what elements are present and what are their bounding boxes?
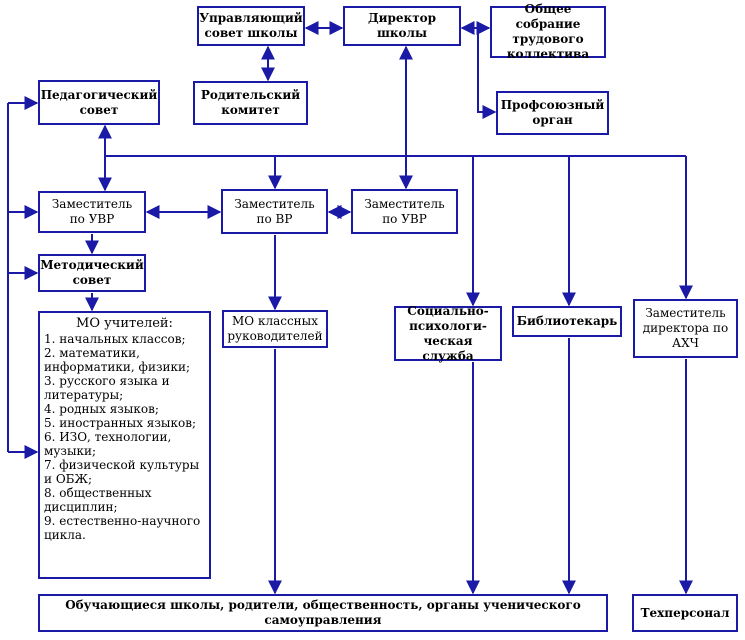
trade-union-box: Профсоюзный орган	[496, 91, 609, 135]
mo-teachers-box: МО учителей: 1. начальных классов;2. мат…	[38, 311, 211, 579]
mo-teachers-item: 3. русского языка и литературы;	[44, 374, 170, 402]
director-box: Директор школы	[343, 6, 461, 46]
librarian-box: Библиотекарь	[512, 306, 622, 337]
deputy-ahch-box: Заместитель директора по АХЧ	[633, 299, 738, 358]
director-union-link	[477, 28, 497, 119]
social-psych-service-box: Социально- психологи- ческая служба	[394, 304, 502, 363]
deputy-uvr-left-box: Заместитель по УВР	[38, 191, 146, 233]
general-assembly-box: Общее собрание трудового коллектива	[490, 2, 606, 61]
technical-staff-box: Техперсонал	[632, 594, 738, 632]
mo-teachers-item: 4. родных языков;	[44, 402, 159, 416]
mo-teachers-title: МО учителей:	[76, 316, 173, 331]
methodical-council-box: Методический совет	[38, 254, 146, 292]
governing-council-box: Управляющий совет школы	[197, 6, 305, 46]
mo-teachers-item: 2. математики, информатики, физики;	[44, 346, 191, 374]
deputy-uvr-right-box: Заместитель по УВР	[351, 189, 458, 234]
mo-teachers-item: 9. естественно-научного цикла.	[44, 514, 201, 542]
mo-teachers-item: 8. общественных дисциплин;	[44, 486, 152, 514]
mo-teachers-item: 5. иностранных языков;	[44, 416, 196, 430]
mo-teachers-item: 6. ИЗО, технологии, музыки;	[44, 430, 172, 458]
parent-committee-box: Родительский комитет	[193, 81, 308, 125]
stakeholders-box: Обучающиеся школы, родители, общественно…	[38, 594, 608, 632]
mo-teachers-list: 1. начальных классов;2. математики, инфо…	[44, 332, 205, 542]
mo-teachers-item: 1. начальных классов;	[44, 332, 186, 346]
pedagogical-council-box: Педагогический совет	[38, 80, 160, 125]
mo-class-teachers-box: МО классных руководителей	[222, 310, 328, 348]
mo-teachers-item: 7. физической культуры и ОБЖ;	[44, 458, 200, 486]
deputy-vr-box: Заместитель по ВР	[221, 189, 328, 234]
